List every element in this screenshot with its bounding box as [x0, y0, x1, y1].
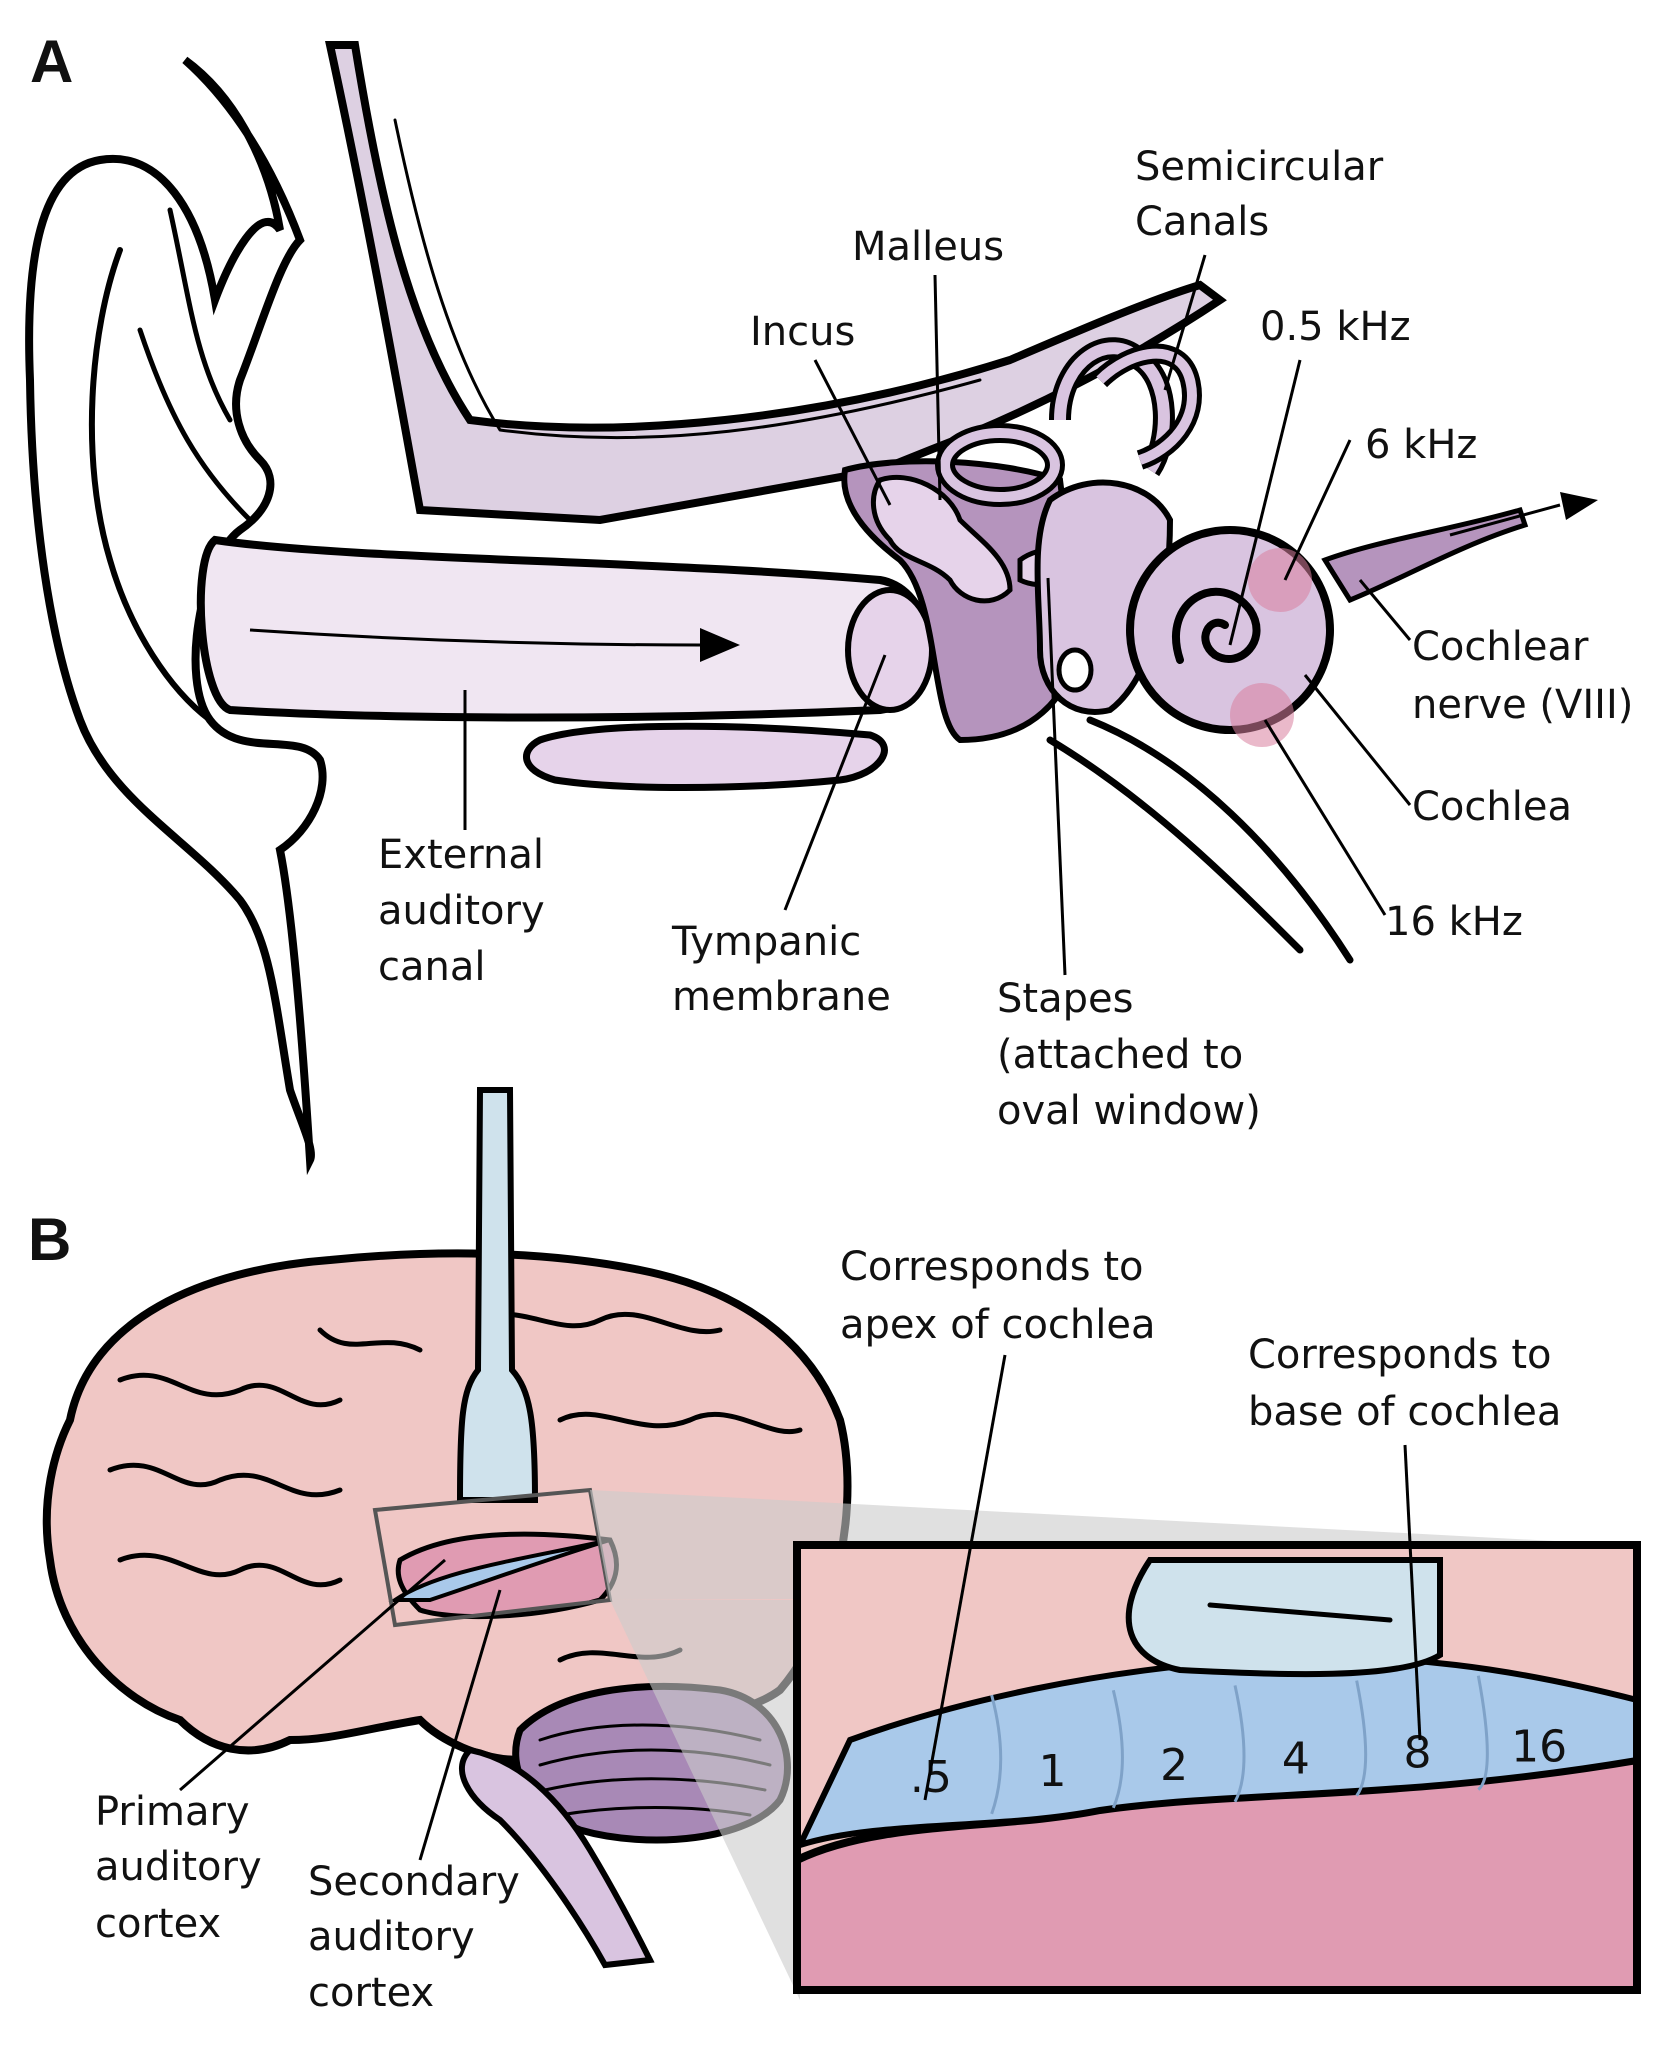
label-base: Corresponds to base of cochlea — [1248, 1332, 1561, 1435]
svg-text:Tympanic: Tympanic — [671, 919, 861, 965]
label-incus: Incus — [750, 309, 855, 355]
svg-text:canal: canal — [378, 944, 485, 990]
svg-text:Stapes: Stapes — [997, 976, 1133, 1022]
label-6-khz: 6 kHz — [1365, 422, 1477, 468]
band-divider — [990, 1694, 1003, 1815]
svg-text:nerve (VIII): nerve (VIII) — [1412, 682, 1633, 728]
cochlea-spiral — [1172, 587, 1261, 664]
semicircular-canals — [935, 337, 1202, 507]
svg-text:base of cochlea: base of cochlea — [1248, 1389, 1561, 1435]
panel-a-letter: A — [30, 28, 73, 95]
label-malleus: Malleus — [852, 224, 1004, 270]
band-label: 2 — [1160, 1740, 1188, 1791]
label-primary-auditory-cortex: Primary auditory cortex — [95, 1789, 262, 1947]
svg-text:Semicircular: Semicircular — [1135, 144, 1384, 190]
svg-text:(attached to: (attached to — [997, 1032, 1243, 1078]
brain-gyri — [107, 1311, 803, 1663]
svg-text:auditory: auditory — [95, 1844, 262, 1890]
label-cochlea: Cochlea — [1412, 784, 1572, 830]
svg-text:cortex: cortex — [95, 1901, 221, 1947]
pinna — [25, 56, 327, 1176]
label-0-5-khz: 0.5 kHz — [1260, 304, 1411, 350]
band-divider — [1233, 1685, 1246, 1803]
band-label: 8 — [1404, 1728, 1432, 1779]
band-label: 16 — [1511, 1722, 1567, 1773]
malleus-incus — [870, 474, 1013, 604]
brainstem — [458, 1746, 655, 1969]
label-apex: Corresponds to apex of cochlea — [840, 1244, 1156, 1348]
svg-text:Secondary: Secondary — [308, 1859, 520, 1905]
panel-b-letter: B — [28, 1206, 71, 1273]
band-label: 1 — [1039, 1746, 1067, 1797]
svg-text:membrane: membrane — [672, 974, 891, 1020]
label-stapes: Stapes (attached to oval window) — [997, 976, 1261, 1134]
label-tympanic-membrane: Tympanic membrane — [671, 919, 891, 1020]
band-divider — [1476, 1675, 1489, 1791]
band-label: 4 — [1282, 1734, 1310, 1785]
svg-text:oval window): oval window) — [997, 1088, 1261, 1134]
band-dividers — [990, 1675, 1489, 1815]
svg-text:apex of cochlea: apex of cochlea — [840, 1302, 1156, 1348]
svg-text:Corresponds to: Corresponds to — [840, 1244, 1143, 1290]
svg-text:Cochlear: Cochlear — [1412, 624, 1589, 670]
tympanic-membrane — [845, 587, 935, 713]
label-semicircular-canals: Semicircular Canals — [1135, 144, 1384, 245]
svg-text:Canals: Canals — [1135, 199, 1269, 245]
svg-text:External: External — [378, 832, 544, 878]
temporal-bone — [325, 41, 1227, 525]
label-cochlear-nerve: Cochlear nerve (VIII) — [1412, 624, 1633, 728]
label-16-khz: 16 kHz — [1385, 899, 1523, 945]
inset-electrode — [1125, 1557, 1443, 1678]
label-secondary-auditory-cortex: Secondary auditory cortex — [308, 1859, 520, 2016]
cochlear-nerve — [1321, 506, 1529, 604]
lower-bone — [523, 722, 888, 791]
band-divider — [1111, 1689, 1124, 1809]
svg-text:auditory: auditory — [308, 1914, 475, 1960]
sound-direction-arrow — [700, 628, 740, 662]
nerve-arrow — [1560, 492, 1598, 520]
svg-text:Corresponds to: Corresponds to — [1248, 1332, 1551, 1378]
electrode — [456, 1087, 539, 1503]
svg-text:cortex: cortex — [308, 1970, 434, 2016]
external-auditory-canal — [196, 535, 933, 722]
band-divider — [1355, 1680, 1368, 1797]
svg-text:auditory: auditory — [378, 888, 545, 934]
svg-text:Primary: Primary — [95, 1789, 250, 1835]
label-external-auditory-canal: External auditory canal — [378, 832, 545, 990]
